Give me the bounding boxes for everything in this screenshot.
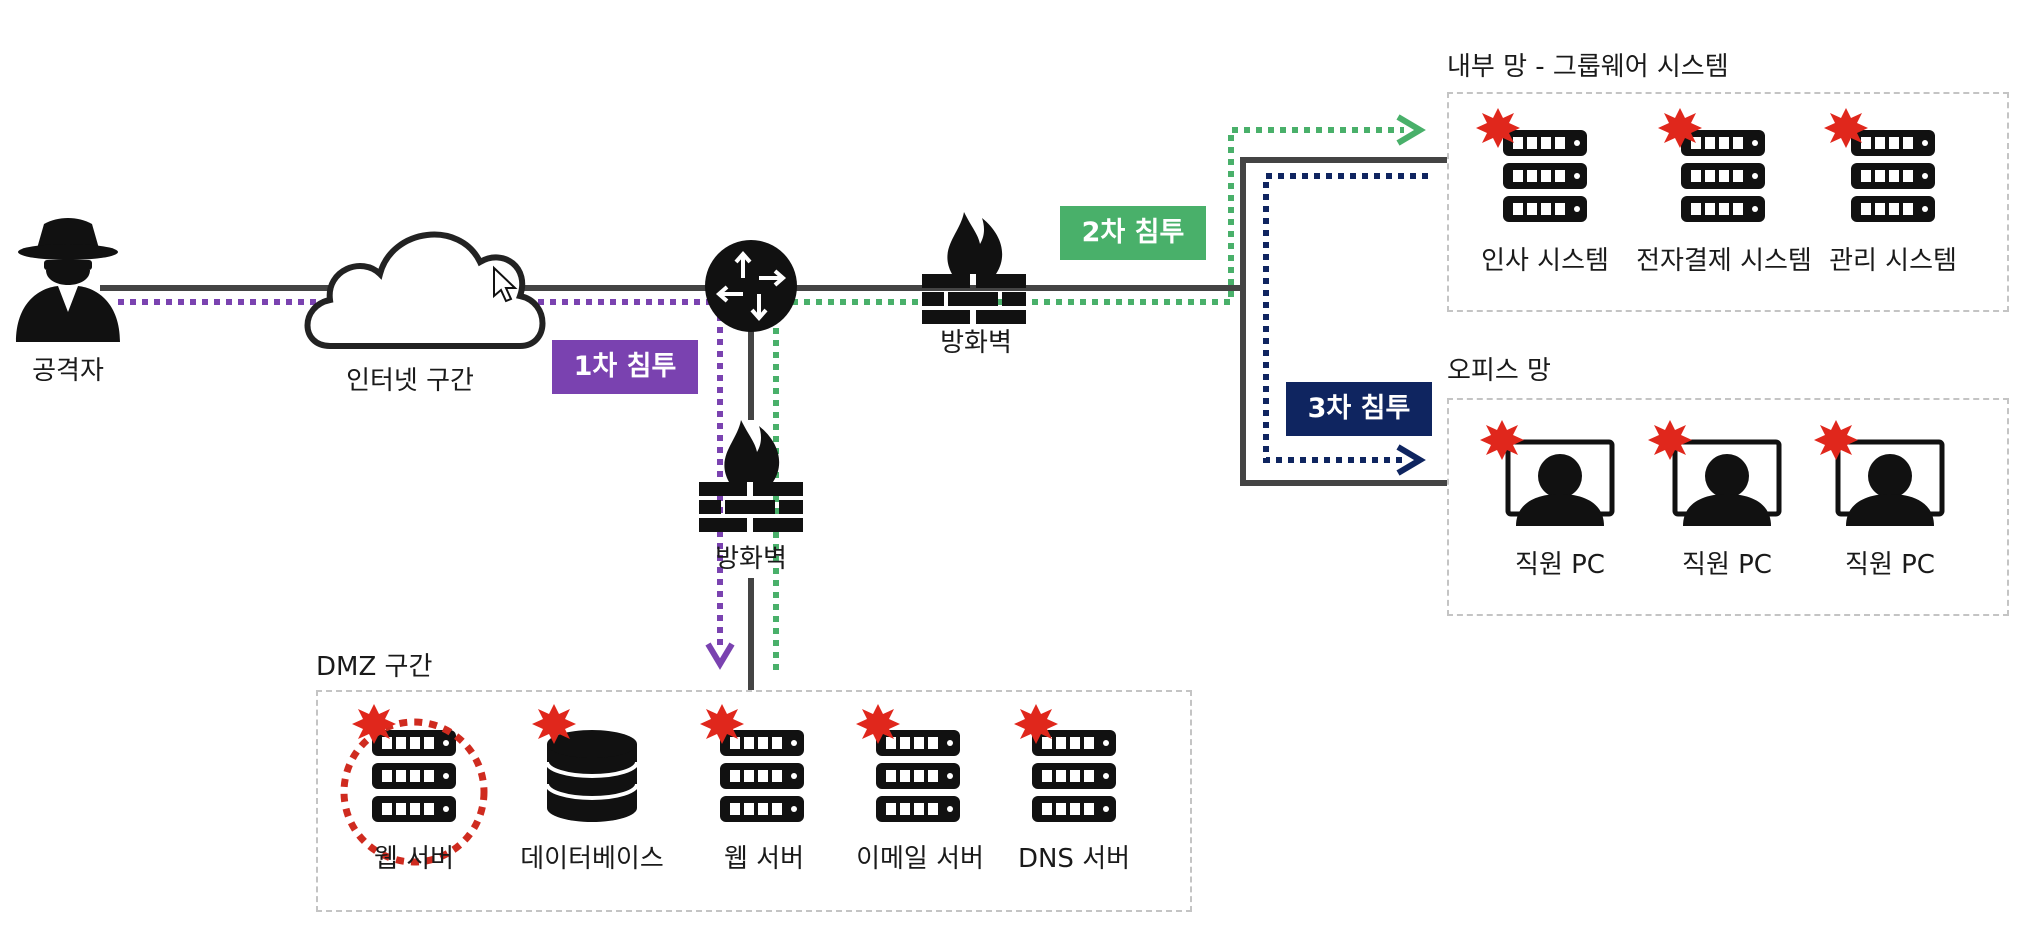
target-ring [340,718,488,866]
stage3-arrowhead [1396,444,1426,476]
stage3-badge: 3차 침투 [1286,382,1432,436]
groupware-zone-title: 내부 망 - 그룹웨어 시스템 [1447,52,1729,82]
groupware-zone [1447,92,2009,312]
stage1-arrowhead [705,642,735,670]
dmz-item-label: DNS 서버 [1017,844,1131,874]
spy-icon [16,218,120,342]
dmz-zone [316,690,1192,912]
office-item-label: 직원 PC [1515,550,1605,580]
firewall-main-label: 방화벽 [940,328,1012,358]
stage2-arrowhead [1396,114,1426,146]
groupware-item-label: 전자결제 시스템 [1636,246,1812,276]
stage2-path [773,127,1404,670]
office-item-label: 직원 PC [1682,550,1772,580]
dmz-item-label: 웹 서버 [723,844,805,874]
link-groupware [1240,157,1447,288]
firewall-dmz-icon [699,420,803,532]
attacker-label: 공격자 [32,356,104,386]
router-icon [705,240,797,332]
cloud-icon [304,231,546,349]
dmz-item-label: 이메일 서버 [856,844,984,874]
dmz-zone-title: DMZ 구간 [316,652,433,682]
groupware-item-label: 인사 시스템 [1481,246,1609,276]
groupware-item-label: 관리 시스템 [1829,246,1957,276]
office-zone [1447,398,2009,616]
cursor-icon [493,265,518,303]
office-zone-title: 오피스 망 [1447,356,1551,386]
office-item-label: 직원 PC [1845,550,1935,580]
stage1-badge: 1차 침투 [552,340,698,394]
dmz-item-label: 웹 서버 [373,844,455,874]
firewall-main-icon [922,212,1026,324]
stage3-path [1263,173,1428,463]
firewall-dmz-label: 방화벽 [715,544,787,574]
internet-label: 인터넷 구간 [346,366,474,396]
dmz-item-label: 데이터베이스 [520,844,664,874]
stage2-badge: 2차 침투 [1060,206,1206,260]
link-office [1240,288,1447,486]
